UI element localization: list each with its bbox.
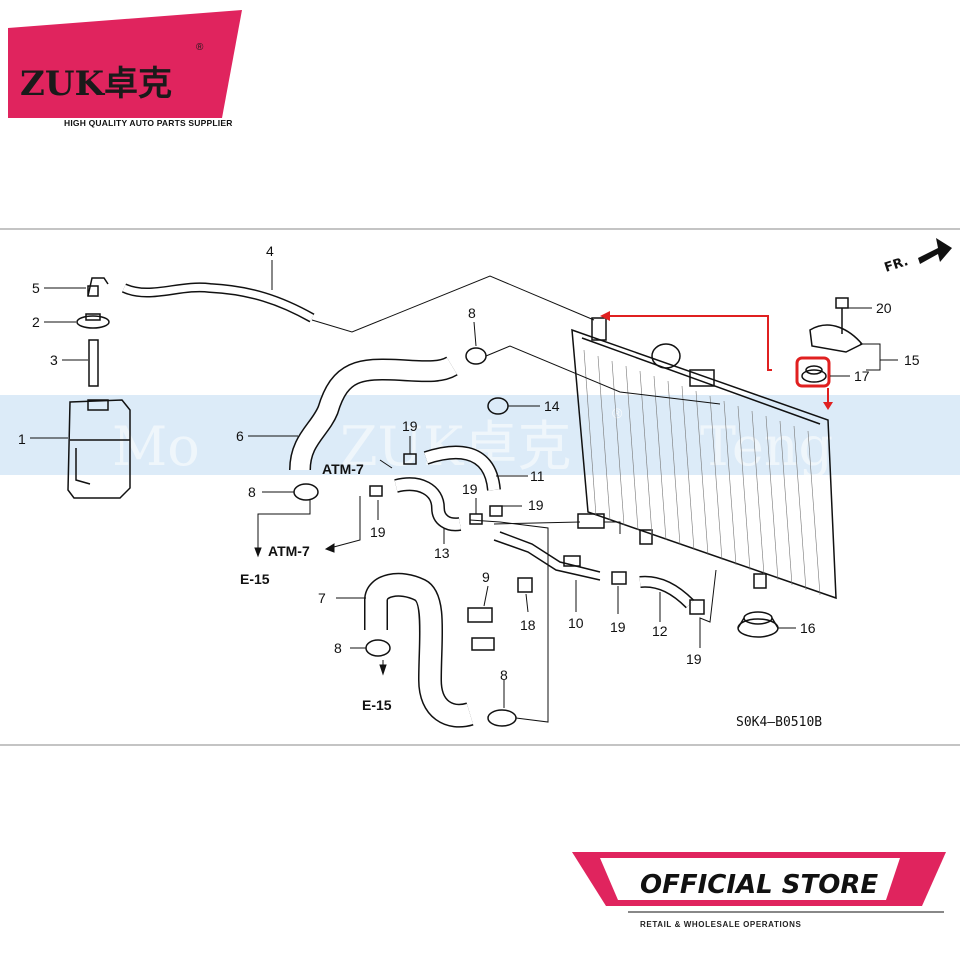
part-cap-2 [76,313,110,329]
ref-atm7-b: ATM-7 [268,543,310,559]
callout-20: 20 [876,300,892,316]
callout-8-a: 8 [468,305,476,321]
callout-10: 10 [568,615,584,631]
store-subtitle: RETAIL & WHOLESALE OPERATIONS [640,920,802,929]
part-hose-11 [423,445,501,492]
callout-19-a: 19 [402,418,418,434]
callout-7: 7 [318,590,326,606]
ref-e15-a: E-15 [240,571,270,587]
highlight-box [795,356,831,388]
front-arrow-icon [918,238,952,264]
part-radiator [571,317,837,600]
callout-19-d: 19 [528,497,544,513]
radiator-fins [583,349,821,596]
part-reservoir-tank [67,399,131,499]
callout-19-f: 19 [686,651,702,667]
callout-8-c: 8 [334,640,342,656]
clamps [293,347,705,727]
diagram-code: S0K4—B0510B [736,715,822,730]
callout-12: 12 [652,623,668,639]
callout-15: 15 [904,352,920,368]
callout-1: 1 [18,431,26,447]
callout-5: 5 [32,280,40,296]
ref-e15-b: E-15 [362,697,392,713]
callout-2: 2 [32,314,40,330]
callout-13: 13 [434,545,450,561]
callout-17: 17 [854,368,870,384]
part-hose-6 [289,356,458,471]
callout-8-d: 8 [500,667,508,683]
callout-19-b: 19 [370,524,386,540]
part-bracket-15 [809,324,864,353]
callout-19-c: 19 [462,481,478,497]
part-hose-4-inner [122,283,314,322]
callout-3: 3 [50,352,58,368]
part-cushion-17 [795,356,831,388]
highlight-arrows [600,311,833,410]
brand-logo-text: ZUK卓克 [20,64,172,104]
callout-11: 11 [530,468,545,484]
store-title: OFFICIAL STORE [640,870,878,900]
front-direction-marker: FR. [883,238,952,276]
part-hose-13 [394,477,462,532]
front-label: FR. [883,254,911,276]
store-banner-inner [600,858,900,900]
callout-18: 18 [520,617,536,633]
callout-4: 4 [266,243,274,259]
callout-6: 6 [236,428,244,444]
part-hose-7 [364,572,474,728]
part-mount-16 [737,611,779,638]
watermark-left: Mo [112,415,200,478]
leader-hose-4 [311,275,595,333]
leader-lines [30,260,898,723]
reference-arrows [254,459,393,676]
callout-16: 16 [800,620,816,636]
part-tube-3 [88,339,99,387]
part-hose-12 [639,575,695,609]
part-fitting-5 [87,277,109,297]
callout-14: 14 [544,398,560,414]
callout-9: 9 [482,569,490,585]
brand-tagline: HIGH QUALITY AUTO PARTS SUPPLIER [64,118,233,128]
registered-mark: ® [196,42,204,53]
logo-banner [8,10,242,118]
part-pipe-10 [493,531,601,581]
ref-atm7-a: ATM-7 [322,461,364,477]
callout-8-b: 8 [248,484,256,500]
watermark-registered: ® [612,405,623,421]
callout-19-e: 19 [610,619,626,635]
